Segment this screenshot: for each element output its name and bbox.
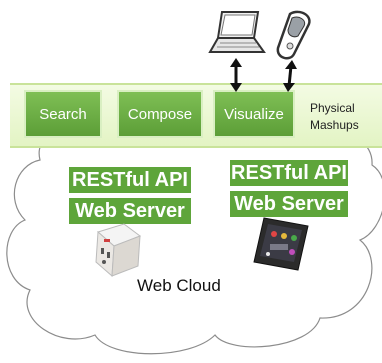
search-button[interactable]: Search <box>24 90 102 138</box>
side-label-line2: Mashups <box>310 118 359 132</box>
sensor-board-icon <box>253 217 309 271</box>
compose-button[interactable]: Compose <box>117 90 203 138</box>
laptop-icon <box>208 11 266 53</box>
double-arrow-icon <box>230 58 242 92</box>
right-restful-api-label: RESTful API <box>228 158 350 188</box>
phone-icon <box>276 10 311 60</box>
physical-mashups-label: Physical Mashups <box>310 100 380 134</box>
double-arrow-icon <box>283 60 297 92</box>
smart-plug-icon <box>95 223 142 278</box>
left-restful-api-label: RESTful API <box>67 165 193 195</box>
visualize-button[interactable]: Visualize <box>213 90 295 138</box>
web-cloud-label: Web Cloud <box>137 276 221 295</box>
side-label-line1: Physical <box>310 101 355 115</box>
right-web-server-label: Web Server <box>228 189 350 219</box>
left-web-server-label: Web Server <box>67 196 193 226</box>
